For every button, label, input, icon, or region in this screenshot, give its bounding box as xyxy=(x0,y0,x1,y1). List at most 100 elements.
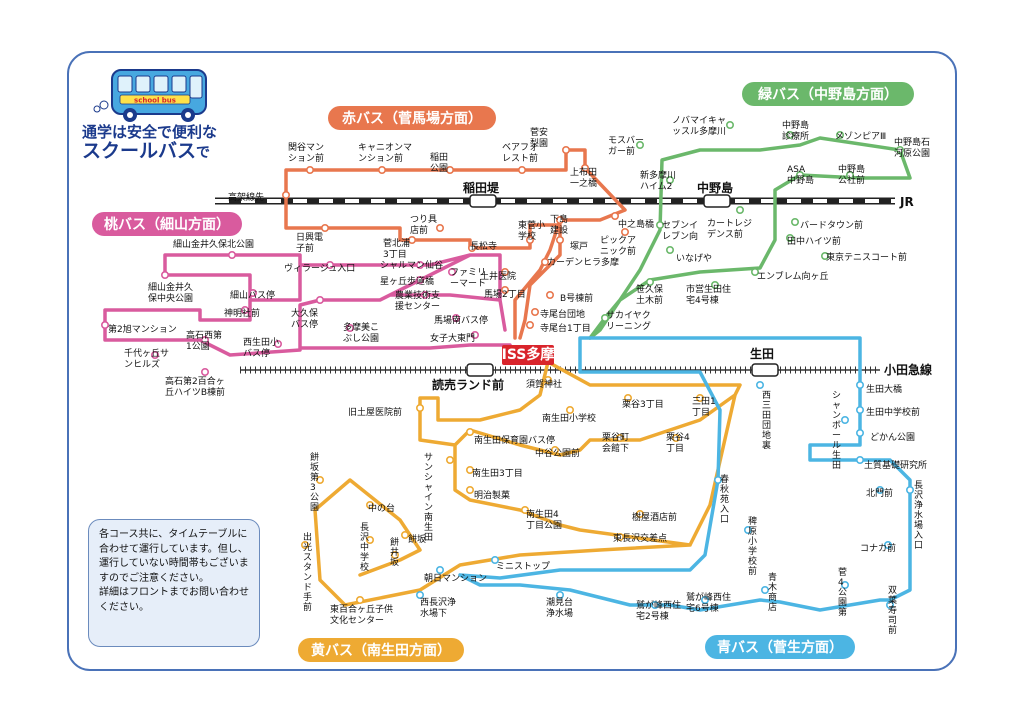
blue-stop-label: 春秋苑入口 xyxy=(720,473,729,525)
pink-stop-marker xyxy=(415,275,424,284)
green-stop-label: 田中ハイツ前 xyxy=(787,235,841,247)
blue-stop-label: 西長沢浄水場下 xyxy=(420,596,456,619)
red-stop-label: つり具店前 xyxy=(410,214,437,236)
green-stop-label: エンブレム向ヶ丘 xyxy=(757,270,829,282)
green-stop-marker xyxy=(820,252,829,261)
rail-name-odakyu: 小田急線 xyxy=(884,362,932,377)
blue-stop-label: 北門前 xyxy=(866,487,893,499)
pink-stop-marker xyxy=(325,260,334,269)
yellow-stop-marker xyxy=(565,405,574,414)
iss-tama-hub: ISS多摩 xyxy=(502,345,555,365)
red-stop-marker xyxy=(525,320,534,329)
yellow-stop-marker xyxy=(615,532,624,541)
red-stop-marker xyxy=(530,307,539,316)
pink-stop-marker xyxy=(201,367,210,376)
yellow-stop-label: 栗谷3丁目 xyxy=(622,399,664,410)
yellow-stop-label: 中の台 xyxy=(368,502,395,514)
green-stop-marker xyxy=(785,234,794,243)
red-route-line xyxy=(284,148,627,340)
tagline-line2-suffix: で xyxy=(196,145,211,162)
blue-stop-label: コナカ前 xyxy=(860,542,896,554)
red-stop-marker xyxy=(610,212,619,221)
pink-stop-marker xyxy=(201,335,210,344)
bus-sign-text: school bus xyxy=(134,97,176,105)
pink-stop-label: シャルマン仙谷 xyxy=(380,259,443,271)
yellow-stop-label: 餅井坂 xyxy=(390,536,399,568)
pink-stop-marker xyxy=(151,350,160,359)
red-stop-marker xyxy=(517,166,526,175)
svg-text:青バス（菅生方面）: 青バス（菅生方面） xyxy=(717,639,843,656)
blue-stop-marker xyxy=(855,428,864,437)
green-stop-label: バードタウン前 xyxy=(800,219,863,231)
blue-stop-label: 稗原小学校前 xyxy=(748,515,757,577)
red-stop-marker xyxy=(545,290,554,299)
operation-notice: 各コース共に、タイムテーブルに合わせて運行しています。但し、運行していない時間帯… xyxy=(88,519,260,647)
red-stop-label: 関谷マンション前 xyxy=(288,142,324,164)
red-stop-label: 塚戸 xyxy=(570,241,588,252)
pink-stop-marker xyxy=(470,330,479,339)
red-stop-marker xyxy=(500,267,509,276)
station-yomiuriland xyxy=(466,363,494,377)
blue-stop-label: ミニストップ xyxy=(496,561,550,572)
pink-stop-label: 千代ヶ丘サンヒルズ xyxy=(124,348,169,370)
blue-stop-marker xyxy=(883,540,892,549)
red-stop-label: 上布田一之橋 xyxy=(570,166,597,189)
blue-stop-marker xyxy=(435,565,444,574)
red-stop-marker xyxy=(305,166,314,175)
blue-stop-label: どかん公園 xyxy=(870,432,915,443)
green-stop-marker xyxy=(600,313,609,322)
blue-stop-label: 朝日マンション xyxy=(424,573,487,584)
red-stop-marker xyxy=(377,166,386,175)
blue-stop-marker xyxy=(713,475,722,484)
red-stop-label: 日興電子前 xyxy=(296,232,323,254)
yellow-stop-marker xyxy=(445,455,454,464)
pink-stop-label: 大久保バス停 xyxy=(291,307,318,330)
svg-text:緑バス（中野島方面）: 緑バス（中野島方面） xyxy=(758,86,898,103)
pink-stop-marker xyxy=(415,260,424,269)
green-stop-label: メゾンピアⅢ xyxy=(835,131,886,142)
yellow-route-badge: 黄バス（南生田方面） xyxy=(298,638,464,662)
yellow-stop-label: 餅坂 xyxy=(408,533,426,545)
blue-stop-marker xyxy=(490,555,499,564)
pink-stop-label: 西生田小バス停 xyxy=(243,336,279,359)
yellow-stop-label: 南生田小学校 xyxy=(542,412,596,424)
yellow-stop-label: 長沢中学校 xyxy=(360,522,369,573)
green-stop-marker xyxy=(895,146,904,155)
yellow-stop-label: 南生田保育園バス停 xyxy=(474,434,555,446)
blue-stop-marker xyxy=(415,590,424,599)
green-stop-label: ノバマイキャッスル多摩川 xyxy=(672,115,726,137)
red-stop-marker xyxy=(620,228,629,237)
yellow-stop-marker xyxy=(415,403,424,412)
blue-stop-marker xyxy=(885,600,894,609)
red-stop-label: キャニオンマンション前 xyxy=(358,142,412,164)
red-stop-label: 東菅小学校 xyxy=(518,219,545,242)
pink-stop-marker xyxy=(101,320,110,329)
yellow-stop-marker xyxy=(465,427,474,436)
blue-stop-marker xyxy=(555,590,564,599)
yellow-stop-marker xyxy=(465,465,474,474)
notice-paragraph-1: 各コース共に、タイムテーブルに合わせて運行しています。但し、運行していない時間帯… xyxy=(99,529,249,584)
blue-stop-marker xyxy=(840,415,849,424)
svg-text:黄バス（南生田方面）: 黄バス（南生田方面） xyxy=(311,642,451,659)
yellow-stop-marker xyxy=(615,433,624,442)
red-stop-marker xyxy=(407,236,416,245)
red-stop-label: ベアフォレスト前 xyxy=(502,143,538,164)
yellow-stop-marker xyxy=(300,540,309,549)
red-stop-label: 寺尾台1丁目 xyxy=(540,322,591,334)
yellow-stop-marker xyxy=(671,433,680,442)
pink-stop-label: 農業技術支援センター xyxy=(395,289,440,312)
red-stop-marker xyxy=(555,236,564,245)
blue-stop-marker xyxy=(840,580,849,589)
green-stop-marker xyxy=(645,277,654,286)
green-stop-marker xyxy=(710,280,719,289)
yellow-stop-marker xyxy=(365,535,374,544)
red-stop-label: 土井医院 xyxy=(480,270,516,282)
pink-stop-label: 馬場南バス停 xyxy=(434,314,488,326)
blue-route-badge: 青バス（菅生方面） xyxy=(705,635,855,659)
red-stop-label: 高架線先 xyxy=(228,191,264,203)
green-stop-marker xyxy=(795,171,804,180)
blue-stop-marker xyxy=(650,600,659,609)
